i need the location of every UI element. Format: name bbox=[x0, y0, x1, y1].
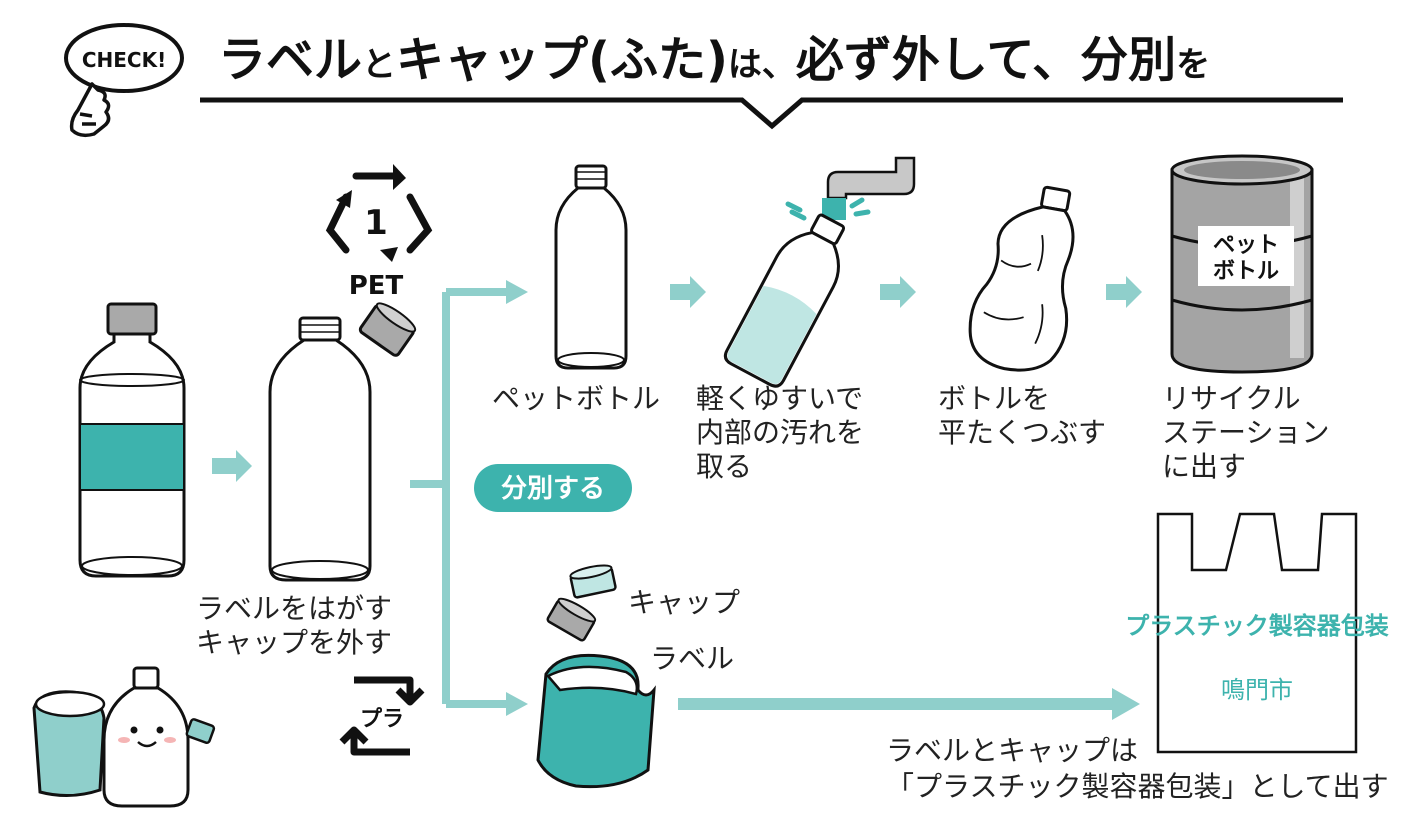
step-2-line1: 軽くゆすいで bbox=[696, 382, 863, 415]
arrow-right-icon bbox=[670, 276, 706, 308]
label-caption: ラベル bbox=[650, 642, 734, 675]
step-4-line1: リサイクル bbox=[1162, 382, 1301, 415]
mascot-illustration bbox=[32, 666, 216, 808]
arrow-right-icon bbox=[506, 280, 528, 304]
svg-text:分別する: 分別する bbox=[501, 474, 605, 504]
recycle-drum-icon: ペット ボトル bbox=[1170, 154, 1314, 374]
pet-number: 1 bbox=[364, 203, 388, 243]
step-3-line2: 平たくつぶす bbox=[938, 416, 1106, 449]
arrow-right-icon bbox=[212, 450, 252, 482]
bottom-note-line2: 「プラスチック製容器包装」として出す bbox=[886, 770, 1389, 803]
title-underline bbox=[200, 97, 1343, 130]
bag-city: 鳴門市 bbox=[1221, 676, 1293, 704]
bottom-note-line1: ラベルとキャップは bbox=[886, 734, 1138, 767]
arrow-right-icon bbox=[880, 276, 916, 308]
step-remove-line1: ラベルをはがす bbox=[196, 592, 392, 625]
step-4-line2: ステーション bbox=[1162, 416, 1329, 449]
bare-bottle-icon bbox=[268, 316, 372, 582]
step-3-line1: ボトルを bbox=[938, 382, 1050, 415]
crushed-bottle-icon bbox=[968, 185, 1075, 372]
arrow-right-icon bbox=[506, 692, 528, 716]
clean-bottle-icon bbox=[554, 164, 628, 370]
step-2-line2: 内部の汚れを bbox=[696, 416, 864, 449]
check-badge: CHECK! bbox=[64, 23, 184, 138]
svg-text:ペット: ペット bbox=[1213, 233, 1279, 258]
pointing-hand-icon bbox=[69, 82, 111, 138]
svg-text:ボトル: ボトル bbox=[1213, 259, 1279, 284]
page-title: ラベルとキャップ(ふた)は、必ず外して、分別を bbox=[218, 32, 1210, 88]
step-4-line3: に出す bbox=[1162, 450, 1246, 483]
bag-title: プラスチック製容器包装 bbox=[1125, 612, 1389, 640]
step-1-line1: ペットボトル bbox=[492, 382, 660, 415]
step-remove-line2: キャップを外す bbox=[196, 626, 392, 659]
arrow-right-icon bbox=[678, 688, 1140, 720]
plastic-bag-icon: プラスチック製容器包装 鳴門市 bbox=[1125, 512, 1389, 754]
caps-icon bbox=[546, 564, 617, 642]
pla-label: プラ bbox=[360, 707, 404, 732]
step-2-line3: 取る bbox=[696, 450, 752, 483]
rinse-bottle-icon bbox=[723, 156, 916, 388]
branch-connector bbox=[410, 288, 510, 708]
sort-badge: 分別する bbox=[474, 464, 632, 512]
pla-recycle-icon: プラ bbox=[339, 676, 425, 756]
pet-recycle-icon: 1 PET bbox=[325, 164, 433, 301]
loose-cap-icon bbox=[358, 302, 417, 357]
svg-text:ラベルとキャップ(ふた)は、必ず外して、分別を: ラベルとキャップ(ふた)は、必ず外して、分別を bbox=[218, 32, 1210, 88]
bottle-with-label-icon bbox=[78, 302, 186, 578]
pet-label: PET bbox=[349, 271, 404, 301]
peeled-label-icon bbox=[536, 653, 656, 789]
arrow-right-icon bbox=[1106, 276, 1142, 308]
cap-caption: キャップ bbox=[628, 586, 740, 619]
check-badge-text: CHECK! bbox=[82, 48, 166, 72]
